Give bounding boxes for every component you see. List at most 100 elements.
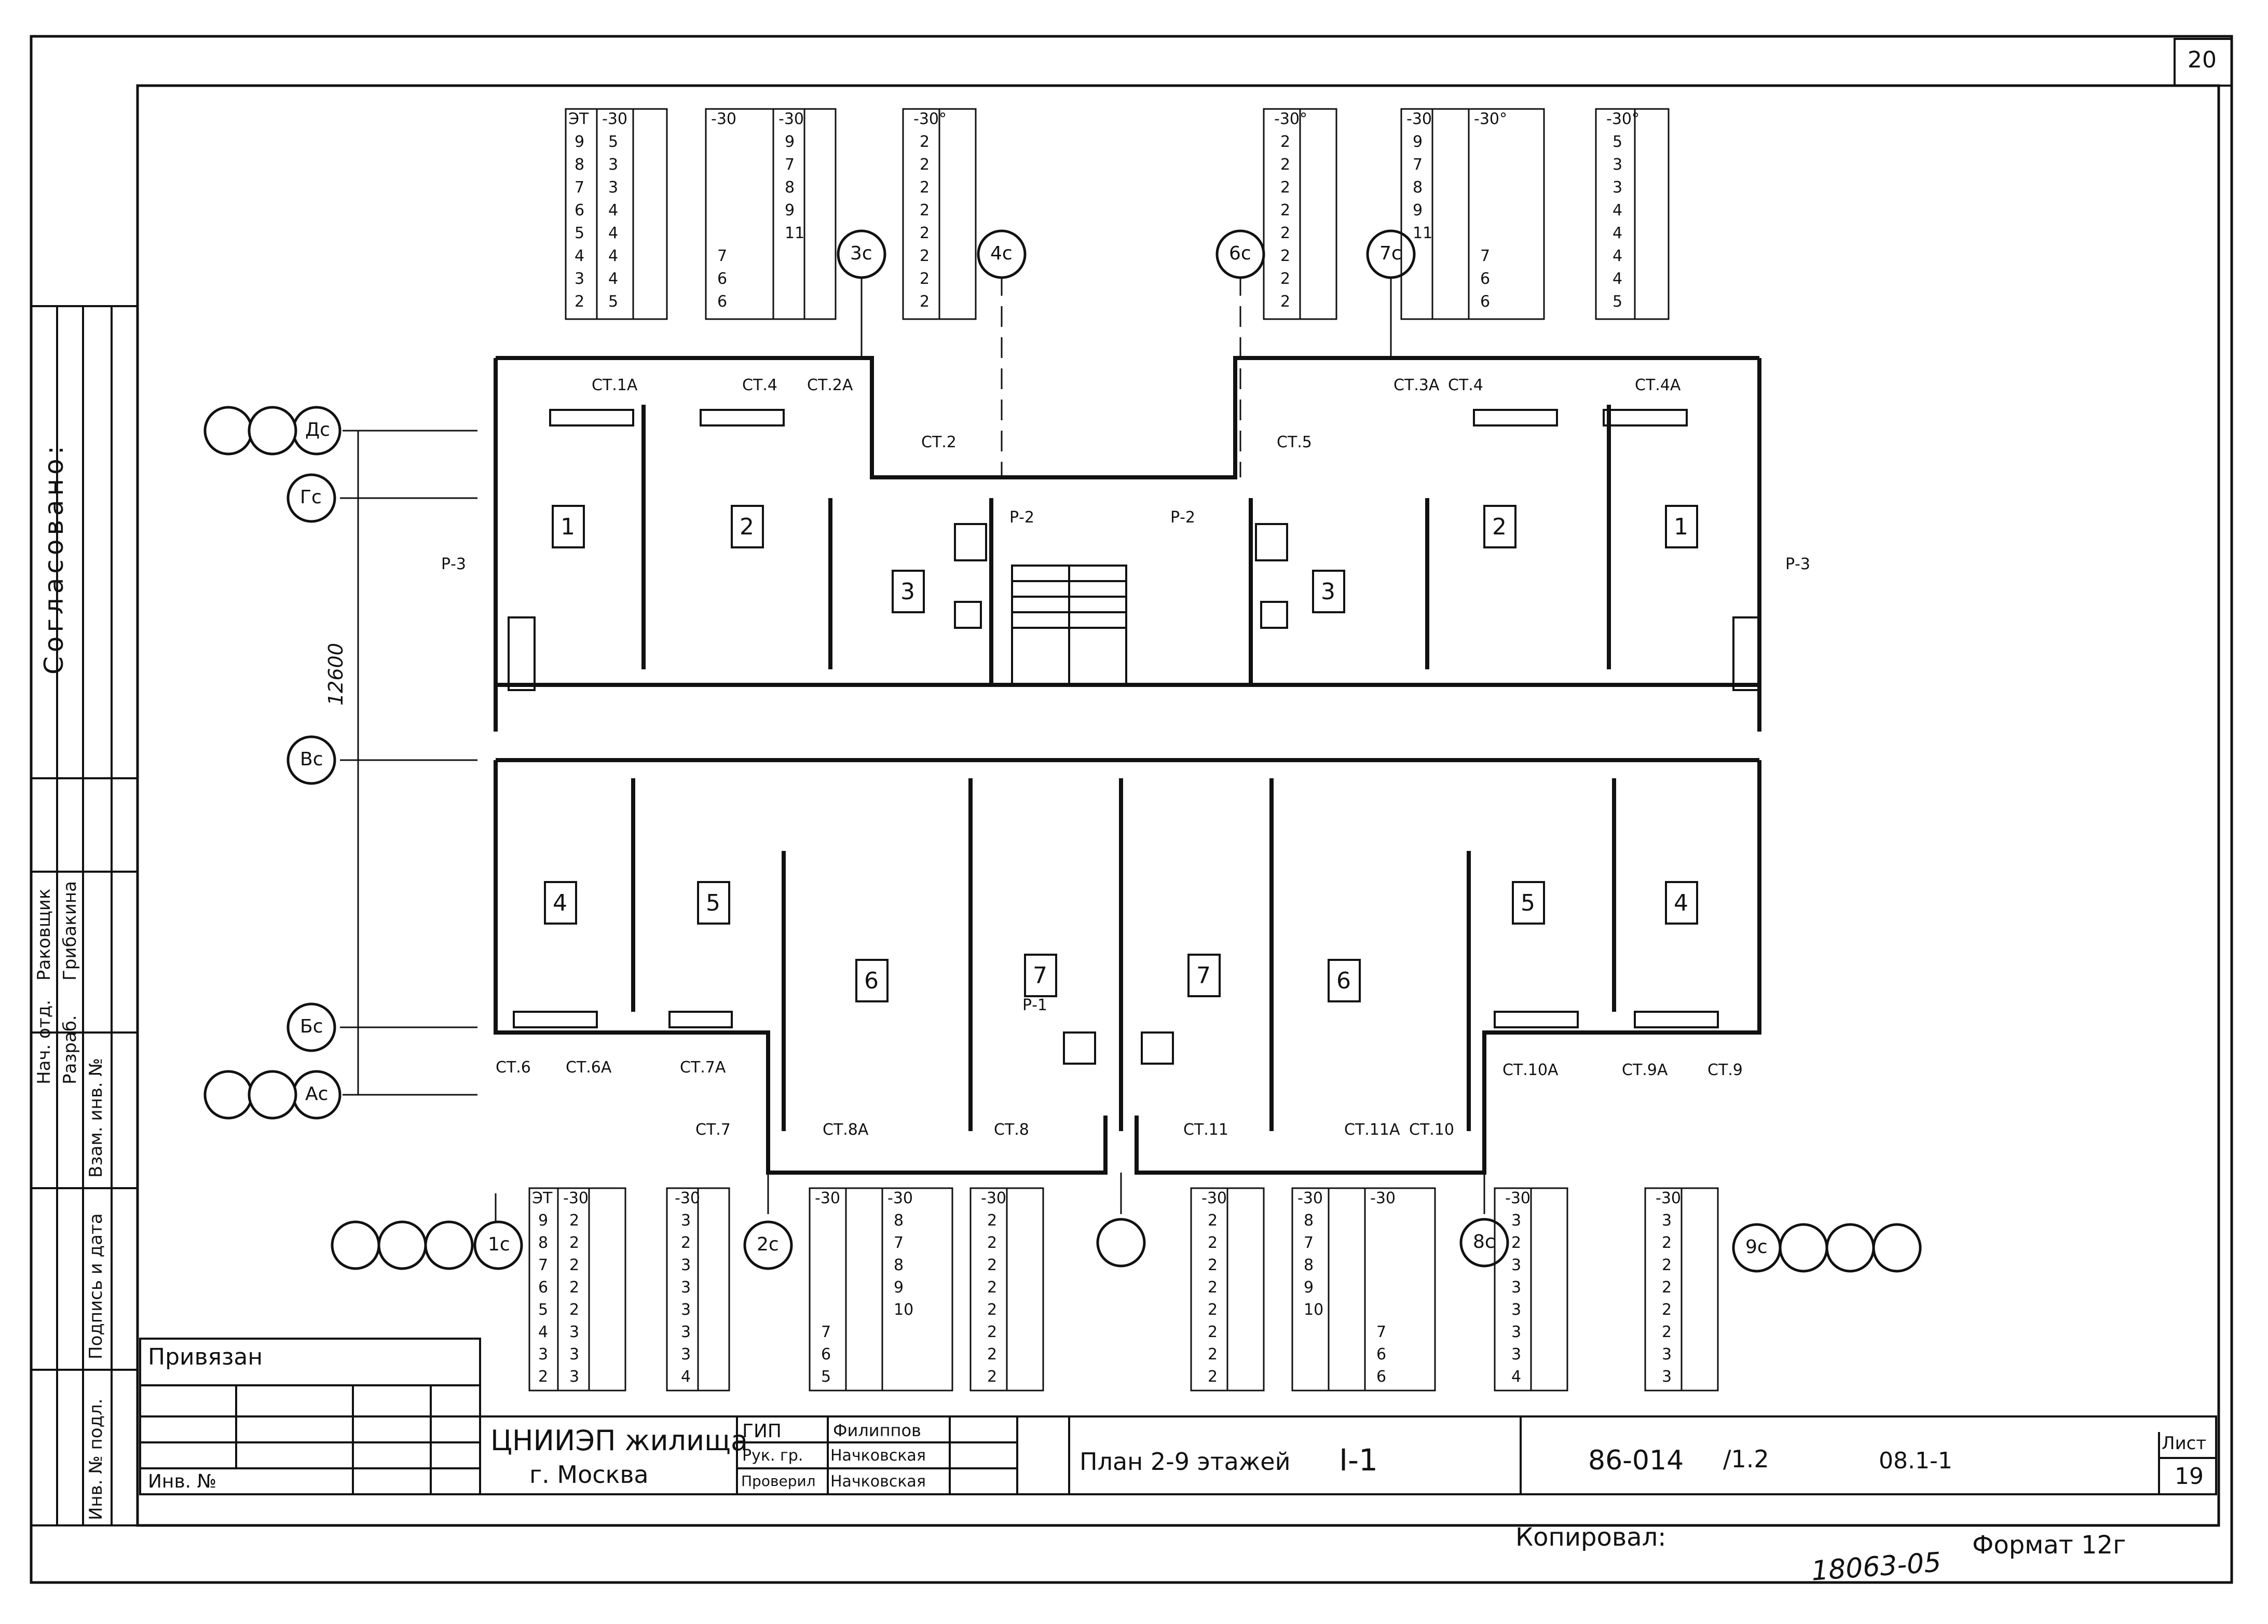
schedule-top-cell: 9: [1413, 133, 1423, 151]
schedule-top-cell: 2: [920, 293, 930, 311]
axis-Dc: Дс: [305, 419, 330, 441]
schedule-bottom-cell: 2: [569, 1301, 580, 1319]
schedule-bottom-cell: 2: [569, 1234, 580, 1252]
schedule-bottom-cell: 5: [821, 1368, 831, 1386]
riser-label: СТ.6: [496, 1058, 531, 1077]
schedule-bottom-cell: 3: [569, 1345, 580, 1364]
tb-role-1: ГИП: [742, 1421, 782, 1442]
schedule-tables-top: [565, 108, 1670, 320]
dimension-label: 12600: [324, 643, 347, 706]
schedule-top-cell: 4: [575, 247, 585, 265]
schedule-bottom-header: -30: [1505, 1189, 1531, 1207]
schedule-bottom-header: ЭТ: [532, 1189, 553, 1207]
left-strip-cell-1: Инв. № подл.: [86, 1398, 106, 1520]
axis-2c: 2с: [757, 1234, 779, 1255]
schedule-top-cell: 3: [575, 270, 585, 288]
axis-Gc: Гс: [300, 487, 322, 508]
schedule-bottom-cell: 2: [1662, 1323, 1672, 1341]
riser-label: СТ.7: [695, 1121, 731, 1139]
room-3-left: 3: [900, 579, 915, 605]
room-boxes: [544, 505, 1698, 1002]
schedule-bottom-cell: 8: [1304, 1256, 1314, 1274]
schedule-bottom-cell: 9: [1304, 1278, 1314, 1297]
room-7-left: 7: [1033, 962, 1047, 989]
schedule-bottom-cell: 6: [1376, 1345, 1387, 1364]
schedule-bottom-cell: 2: [569, 1278, 580, 1297]
schedule-bottom-cell: 3: [681, 1256, 691, 1274]
schedule-bottom-cell: 3: [1511, 1345, 1522, 1364]
schedule-bottom-cell: 3: [1511, 1212, 1522, 1230]
schedule-top-cell: 8: [785, 178, 795, 197]
room-4-left: 4: [553, 890, 567, 916]
schedule-top-header: -30°: [1274, 110, 1307, 128]
schedule-bottom-cell: 10: [1304, 1301, 1324, 1319]
schedule-bottom-cell: 3: [1511, 1256, 1522, 1274]
schedule-top-header: -30°: [913, 110, 947, 128]
room-2-right: 2: [1492, 514, 1507, 540]
schedule-bottom-cell: 9: [538, 1212, 549, 1230]
city: г. Москва: [529, 1461, 649, 1489]
schedule-top-cell: 2: [920, 270, 930, 288]
schedule-top-cell: 9: [575, 133, 585, 151]
schedule-bottom-cell: 2: [987, 1212, 998, 1230]
schedule-top-cell: 9: [785, 133, 795, 151]
doc-code-suffix: /1.2: [1723, 1445, 1769, 1473]
schedule-top-cell: 8: [575, 156, 585, 174]
riser-label: СТ.11: [1183, 1121, 1228, 1139]
schedule-bottom-cell: 2: [1662, 1301, 1672, 1319]
schedule-bottom-cell: 10: [894, 1301, 914, 1319]
axis-3c: 3с: [850, 243, 872, 264]
schedule-top-header: -30: [1406, 110, 1432, 128]
axis-8c: 8с: [1473, 1231, 1495, 1253]
left-strip-cell-2: Подпись и дата: [86, 1213, 106, 1359]
schedule-top-cell: 5: [608, 133, 619, 151]
schedule-top-cell: 7: [1413, 156, 1423, 174]
schedule-bottom-header: -30: [1656, 1189, 1681, 1207]
schedule-top-cell: 6: [575, 201, 585, 219]
plan-walls: [494, 356, 1761, 1175]
schedule-bottom-cell: 3: [1511, 1323, 1522, 1341]
schedule-bottom-cell: 2: [1208, 1301, 1218, 1319]
riser-label: СТ.1А: [592, 376, 638, 394]
schedule-top-cell: 8: [1413, 178, 1423, 197]
schedule-bottom-cell: 2: [1208, 1345, 1218, 1364]
schedule-bottom-cell: 2: [538, 1368, 549, 1386]
left-strip-cell-3: Взам. инв. №: [86, 1058, 106, 1178]
schedule-top-header: -30: [711, 110, 736, 128]
schedule-top-cell: 11: [785, 224, 805, 242]
schedule-top-header: -30: [602, 110, 627, 128]
schedule-bottom-cell: 2: [987, 1256, 998, 1274]
schedule-top-cell: 4: [1613, 247, 1623, 265]
schedule-bottom-cell: 3: [1511, 1278, 1522, 1297]
schedule-top-cell: 5: [575, 224, 585, 242]
schedule-top-cell: 2: [920, 201, 930, 219]
schedule-top-cell: 4: [608, 270, 619, 288]
schedule-bottom-cell: 2: [569, 1212, 580, 1230]
axis-9c: 9с: [1745, 1236, 1768, 1258]
axis-7c: 7с: [1379, 243, 1402, 264]
room-6-right: 6: [1336, 968, 1351, 994]
riser-label: СТ.7А: [680, 1058, 726, 1077]
room-6-left: 6: [864, 968, 879, 994]
outer-frame: [30, 35, 2233, 1584]
schedule-bottom-cell: 3: [569, 1368, 580, 1386]
schedule-top-cell: 4: [608, 201, 619, 219]
riser-label: СТ.2А: [807, 376, 853, 394]
riser-label: СТ.10: [1409, 1121, 1454, 1139]
schedule-bottom-cell: 3: [681, 1278, 691, 1297]
riser-label: СТ.8А: [823, 1121, 869, 1139]
schedule-top-cell: 9: [1413, 201, 1423, 219]
schedule-bottom-cell: 8: [538, 1234, 549, 1252]
schedule-bottom-cell: 7: [821, 1323, 831, 1341]
schedule-top-cell: 2: [1280, 247, 1291, 265]
pipe-label: Р-3: [1785, 555, 1811, 573]
attached-label: Привязан: [148, 1344, 263, 1370]
name-2: Грибакина: [60, 881, 80, 981]
schedule-bottom-cell: 6: [538, 1278, 549, 1297]
schedule-bottom-header: -30: [1370, 1189, 1396, 1207]
schedule-top-cell: 4: [608, 247, 619, 265]
schedule-top-cell: 6: [1480, 293, 1491, 311]
riser-label: СТ.5: [1277, 433, 1312, 451]
schedule-top-cell: 3: [1613, 178, 1623, 197]
agreed-label: Согласовано:: [39, 442, 69, 675]
